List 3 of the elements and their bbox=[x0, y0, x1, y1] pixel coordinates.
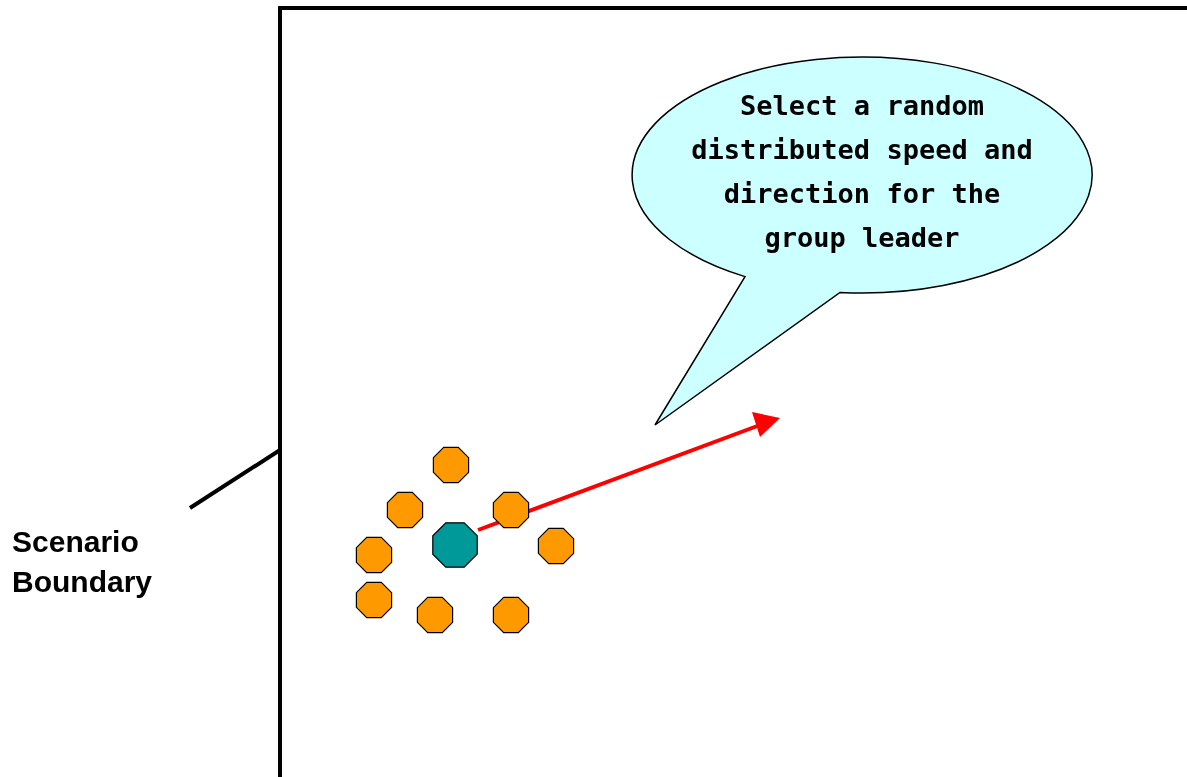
callout-text: Select a random distributed speed and direction for the group leader bbox=[690, 89, 1034, 255]
scenario-boundary-box bbox=[278, 6, 1187, 777]
label-text: Scenario Boundary bbox=[12, 524, 153, 600]
